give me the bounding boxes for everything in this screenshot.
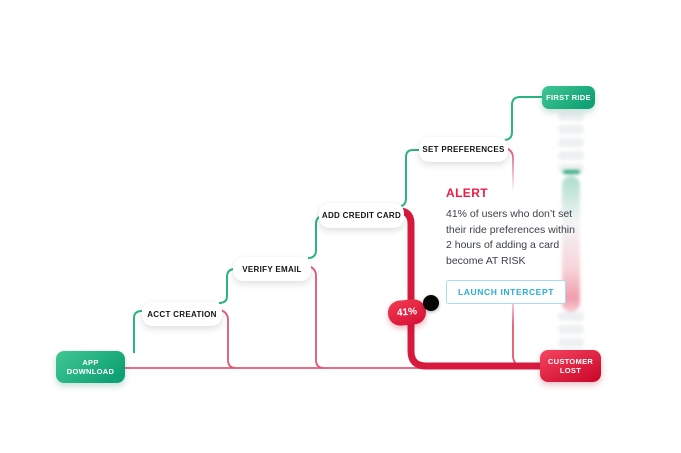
dropoff-percent-label: 41% [396, 306, 418, 319]
step-label-line: APP [82, 358, 99, 367]
step-set-preferences[interactable]: SET PREFERENCES [419, 137, 508, 162]
step-first-ride[interactable]: FIRST RIDE [542, 86, 595, 109]
ladder-segment [558, 151, 584, 160]
step-label-line: CUSTOMER [547, 357, 594, 366]
red-dropoff-lines [219, 265, 325, 369]
step-verify-email[interactable]: VERIFY EMAIL [233, 257, 311, 281]
alert-body: 41% of users who don’t set their ride pr… [446, 207, 596, 269]
step-acct-creation[interactable]: ACCT CREATION [142, 302, 222, 326]
alert-panel: ALERT 41% of users who don’t set their r… [446, 186, 596, 304]
ladder-segment [558, 125, 584, 134]
ladder-risk-gradient [562, 176, 580, 312]
ladder-segment [558, 138, 584, 147]
alert-body-line: become AT RISK [446, 254, 526, 267]
step-label: ADD CREDIT CARD [321, 211, 402, 220]
step-label-line: DOWNLOAD [66, 367, 115, 376]
ladder-segment [558, 164, 584, 173]
alert-body-line: their ride preferences within [446, 223, 575, 236]
step-label-line: LOST [559, 366, 582, 375]
ladder-green-marker [563, 170, 580, 174]
ladder-segment [558, 325, 584, 334]
major-dropoff-line-41pct [400, 207, 542, 370]
step-app-download[interactable]: APP DOWNLOAD [56, 351, 125, 383]
ladder-segment [558, 312, 584, 321]
step-label: VERIFY EMAIL [242, 264, 302, 274]
step-label: ACCT CREATION [147, 309, 217, 319]
step-label: SET PREFERENCES [422, 145, 505, 154]
step-customer-lost[interactable]: CUSTOMER LOST [540, 350, 601, 382]
alert-body-line: 41% of users who don’t set [446, 208, 573, 220]
launch-intercept-button[interactable]: LAUNCH INTERCEPT [446, 280, 567, 304]
blurred-ride-ladder [556, 110, 586, 358]
step-label: FIRST RIDE [546, 93, 591, 102]
ladder-segment [558, 338, 584, 347]
step-add-credit-card[interactable]: ADD CREDIT CARD [319, 203, 404, 228]
ladder-segment [558, 112, 584, 121]
alert-title: ALERT [446, 186, 488, 200]
alert-body-line: 2 hours of adding a card [446, 239, 560, 251]
cursor-dot [423, 295, 439, 311]
